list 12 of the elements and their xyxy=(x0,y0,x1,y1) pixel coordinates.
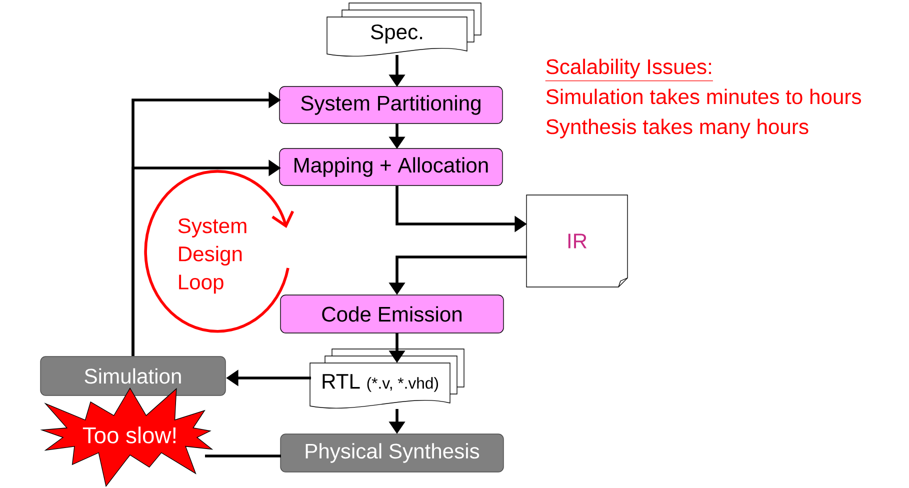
document: IR xyxy=(526,194,628,288)
process-box: Mapping + Allocation xyxy=(279,148,503,186)
note-heading: Scalability Issues: xyxy=(545,58,714,82)
process-box: Simulation xyxy=(40,356,226,396)
process-box: System Partitioning xyxy=(279,86,503,124)
document-stack: RTL (*.v, *.vhd) xyxy=(310,348,464,409)
process-box: Physical Synthesis xyxy=(280,434,504,472)
loop-label: System Design Loop xyxy=(178,218,246,294)
document-stack: Spec. xyxy=(326,2,482,57)
note-text: Simulation takes minutes to hours xyxy=(546,88,861,104)
process-box: Code Emission xyxy=(280,294,504,334)
note-text: Synthesis takes many hours xyxy=(546,118,808,138)
